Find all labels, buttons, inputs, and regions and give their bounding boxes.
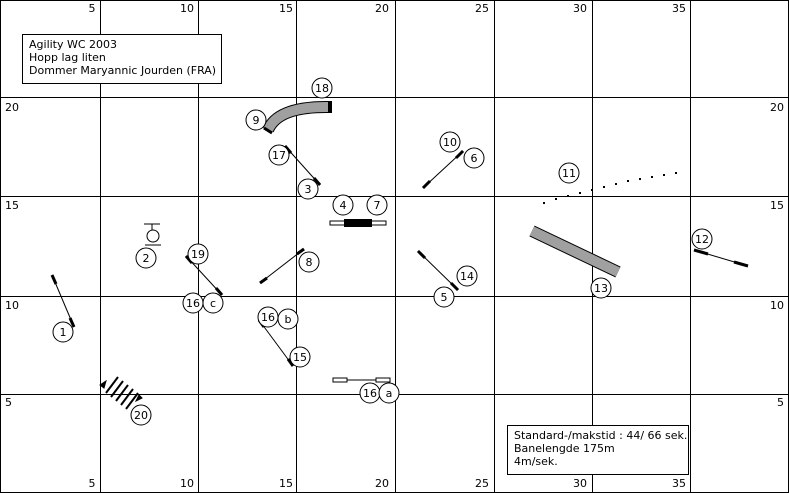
curved-tunnel (262, 100, 332, 135)
number-16-c: 16 (182, 292, 204, 314)
tick-left-5: 5 (5, 396, 12, 409)
tick-right-10: 10 (770, 299, 784, 312)
number-16-b-text: 16 (261, 311, 275, 324)
tick-bottom-20: 20 (375, 477, 389, 490)
tick-top-5: 5 (89, 2, 96, 15)
number-16-c-text: 16 (186, 297, 200, 310)
left-axis-labels: 20 15 10 5 (5, 101, 19, 409)
letter-a-text: a (386, 387, 393, 400)
number-8: 8 (298, 251, 320, 273)
bottom-axis-labels: 5 10 15 20 25 30 35 (89, 477, 687, 490)
tire-obstacle (144, 223, 161, 246)
number-14: 14 (456, 265, 478, 287)
number-6: 6 (463, 147, 485, 169)
tick-right-15: 15 (770, 199, 784, 212)
table-obstacle (329, 219, 387, 227)
standard-time: Standard-/makstid : 44/ 66 sek. (514, 429, 688, 442)
number-14-text: 14 (460, 270, 474, 283)
number-16-a: 16 (359, 382, 381, 404)
number-8-text: 8 (306, 256, 313, 269)
tick-left-10: 10 (5, 299, 19, 312)
judge-name: Dommer Maryannic Jourden (FRA) (29, 64, 217, 77)
letter-b-text: b (285, 313, 292, 326)
tick-bottom-10: 10 (180, 477, 194, 490)
number-3: 3 (297, 178, 319, 200)
tick-top-25: 25 (475, 2, 489, 15)
number-11-text: 11 (562, 167, 576, 180)
number-9: 9 (245, 109, 267, 131)
number-6-text: 6 (471, 152, 478, 165)
number-19-text: 19 (191, 248, 205, 261)
number-1-text: 1 (60, 326, 67, 339)
letter-b: b (277, 308, 299, 330)
tick-bottom-35: 35 (672, 477, 686, 490)
tick-bottom-25: 25 (475, 477, 489, 490)
straight-tunnel (529, 225, 621, 278)
weave-poles (543, 172, 677, 204)
tick-bottom-5: 5 (89, 477, 96, 490)
tick-top-20: 20 (375, 2, 389, 15)
top-axis-labels: 5 10 15 20 25 30 35 (89, 2, 687, 15)
number-17: 17 (268, 144, 290, 166)
number-17-text: 17 (272, 149, 286, 162)
number-11: 11 (558, 162, 580, 184)
number-4: 4 (332, 194, 354, 216)
number-13: 13 (590, 277, 612, 299)
number-20: 20 (130, 404, 152, 426)
jump-16a (332, 377, 391, 383)
number-13-text: 13 (594, 282, 608, 295)
number-20-text: 20 (134, 409, 148, 422)
jump-8 (259, 247, 305, 285)
event-title: Agility WC 2003 (29, 38, 118, 51)
number-15: 15 (289, 346, 311, 368)
jump-17 (283, 145, 322, 186)
speed: 4m/sek. (514, 455, 558, 468)
number-15-text: 15 (293, 351, 307, 364)
number-18: 18 (311, 77, 333, 99)
number-10: 10 (439, 131, 461, 153)
tick-top-30: 30 (573, 2, 587, 15)
number-2: 2 (135, 247, 157, 269)
jump-1 (50, 274, 76, 328)
tick-left-15: 15 (5, 199, 19, 212)
number-9-text: 9 (253, 114, 260, 127)
tick-right-20: 20 (770, 101, 784, 114)
number-1: 1 (52, 321, 74, 343)
number-5: 5 (433, 286, 455, 308)
letter-a: a (378, 382, 400, 404)
number-16-a-text: 16 (363, 387, 377, 400)
course-stats-box: Standard-/makstid : 44/ 66 sek. Baneleng… (507, 425, 689, 475)
number-18-text: 18 (315, 82, 329, 95)
tick-bottom-30: 30 (573, 477, 587, 490)
number-12: 12 (691, 228, 713, 250)
tick-left-20: 20 (5, 101, 19, 114)
course-length: Banelengde 175m (514, 442, 615, 455)
right-axis-labels: 20 15 10 5 (770, 101, 784, 409)
tick-top-35: 35 (672, 2, 686, 15)
number-7: 7 (366, 194, 388, 216)
number-2-text: 2 (143, 252, 150, 265)
number-10-text: 10 (443, 136, 457, 149)
obstacle-number-labels: 1 2 3 4 5 6 7 8 9 10 11 12 13 14 15 16 c… (52, 77, 713, 426)
class-title: Hopp lag liten (29, 51, 106, 64)
course-title-box: Agility WC 2003 Hopp lag liten Dommer Ma… (22, 34, 222, 84)
number-5-text: 5 (441, 291, 448, 304)
tick-top-10: 10 (180, 2, 194, 15)
jump-12 (693, 248, 749, 268)
letter-c: c (202, 292, 224, 314)
jump-14 (416, 249, 460, 292)
jumps (50, 145, 749, 383)
long-jump (99, 376, 143, 410)
number-16-b: 16 (257, 306, 279, 328)
number-7-text: 7 (374, 199, 381, 212)
tick-bottom-15: 15 (279, 477, 293, 490)
jump-10 (421, 149, 465, 190)
tick-right-5: 5 (777, 396, 784, 409)
number-4-text: 4 (340, 199, 347, 212)
number-12-text: 12 (695, 233, 709, 246)
tick-top-15: 15 (279, 2, 293, 15)
number-19: 19 (187, 243, 209, 265)
number-3-text: 3 (305, 183, 312, 196)
letter-c-text: c (210, 297, 216, 310)
